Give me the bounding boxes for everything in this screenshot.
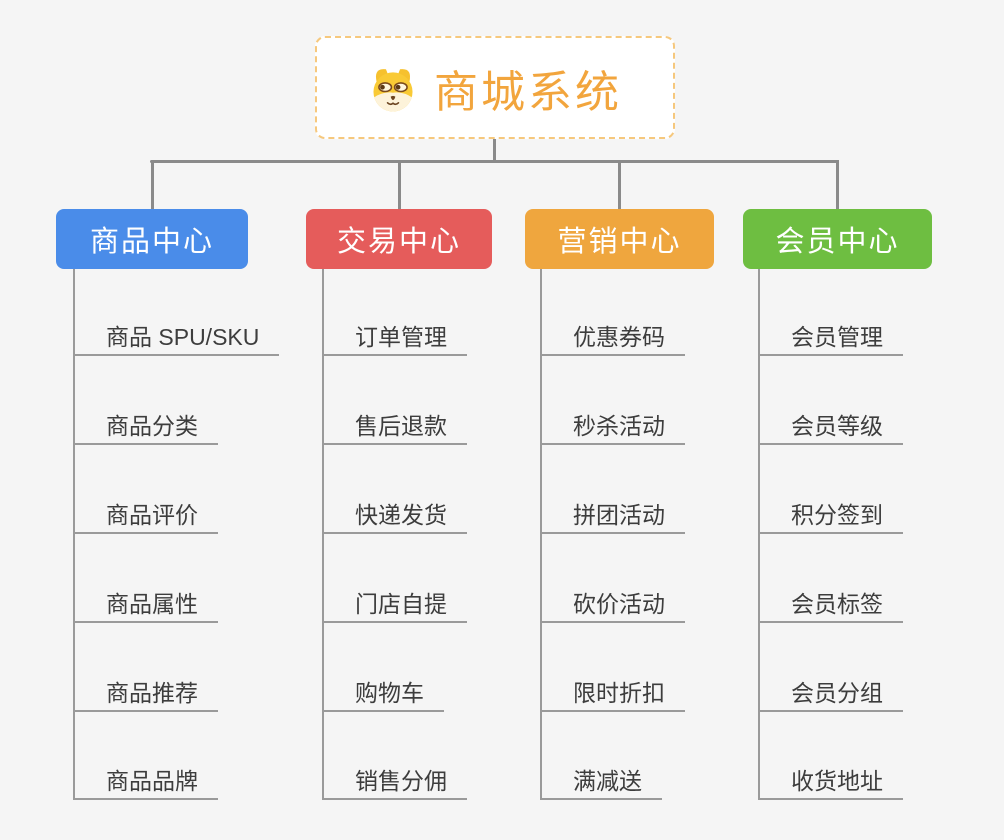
branch-spine xyxy=(758,269,760,800)
branch-node-1[interactable]: 商品中心 xyxy=(56,209,248,269)
shiba-dog-icon xyxy=(373,68,413,111)
leaf-node[interactable]: 商品评价 xyxy=(74,498,218,534)
leaf-node[interactable]: 秒杀活动 xyxy=(541,409,685,445)
root-title: 商城系统 xyxy=(434,67,622,117)
connector-bus-bar xyxy=(150,160,839,163)
leaf-node[interactable]: 限时折扣 xyxy=(541,676,685,712)
branch-spine xyxy=(73,269,75,800)
connector-drop xyxy=(836,160,839,211)
leaf-node[interactable]: 满减送 xyxy=(541,764,662,800)
leaf-node[interactable]: 快递发货 xyxy=(323,498,467,534)
branch-spine xyxy=(540,269,542,800)
leaf-node[interactable]: 购物车 xyxy=(323,676,444,712)
connector-drop xyxy=(618,160,621,211)
leaf-node[interactable]: 拼团活动 xyxy=(541,498,685,534)
branch-node-3[interactable]: 营销中心 xyxy=(525,209,714,269)
connector-drop xyxy=(397,160,401,211)
leaf-node[interactable]: 会员管理 xyxy=(759,320,903,356)
leaf-node[interactable]: 商品属性 xyxy=(74,587,218,623)
leaf-node[interactable]: 收货地址 xyxy=(759,764,903,800)
leaf-node[interactable]: 销售分佣 xyxy=(323,764,467,800)
leaf-node[interactable]: 优惠券码 xyxy=(541,320,685,356)
leaf-node[interactable]: 订单管理 xyxy=(323,320,467,356)
root-connector-stub xyxy=(493,139,496,162)
leaf-node[interactable]: 商品品牌 xyxy=(74,764,218,800)
branch-node-4[interactable]: 会员中心 xyxy=(743,209,932,269)
connector-drop xyxy=(150,160,154,211)
root-node[interactable]: 商城系统 xyxy=(315,36,675,139)
leaf-node[interactable]: 积分签到 xyxy=(759,498,903,534)
leaf-node[interactable]: 商品 SPU/SKU xyxy=(74,320,280,356)
leaf-node[interactable]: 售后退款 xyxy=(323,409,467,445)
leaf-node[interactable]: 砍价活动 xyxy=(541,587,685,623)
leaf-node[interactable]: 门店自提 xyxy=(323,587,467,623)
leaf-node[interactable]: 商品分类 xyxy=(74,409,218,445)
branch-node-2[interactable]: 交易中心 xyxy=(306,209,492,269)
leaf-node[interactable]: 会员等级 xyxy=(759,409,903,445)
leaf-node[interactable]: 会员标签 xyxy=(759,587,903,623)
leaf-node[interactable]: 商品推荐 xyxy=(74,676,218,712)
leaf-node[interactable]: 会员分组 xyxy=(759,676,903,712)
branch-spine xyxy=(322,269,324,800)
